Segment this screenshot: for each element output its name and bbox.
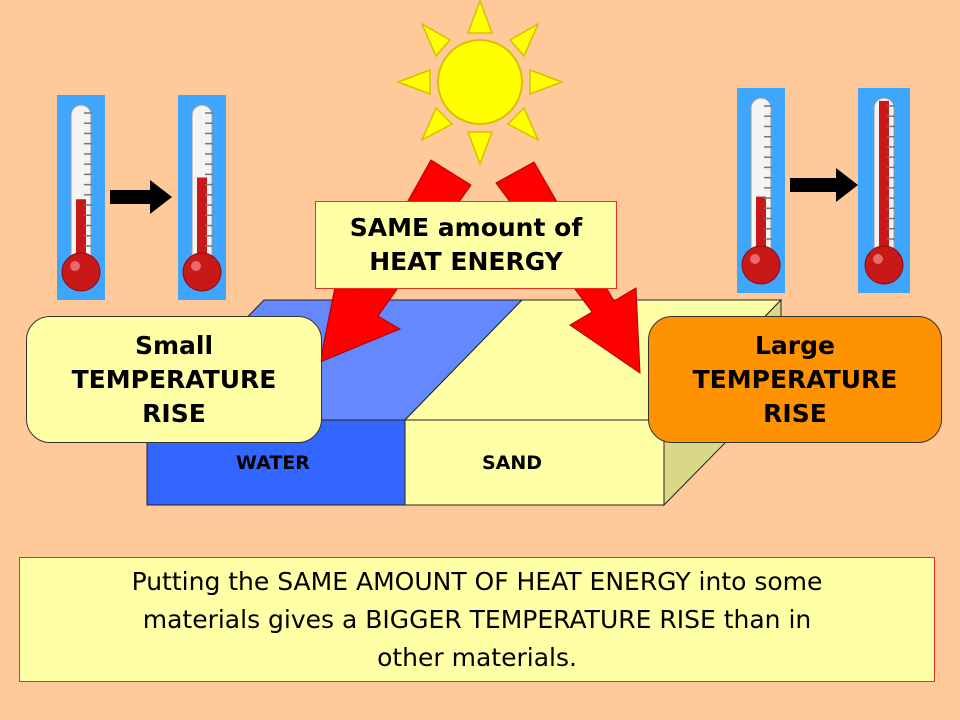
- heat-energy-label: SAME amount of HEAT ENERGY: [315, 201, 617, 289]
- thermometer-bulb-shine: [70, 261, 80, 271]
- caption-box: Putting the SAME AMOUNT OF HEAT ENERGY i…: [19, 557, 935, 682]
- sun-ray: [420, 106, 454, 142]
- thermometer-icon: [737, 88, 785, 293]
- sun-ray: [395, 68, 431, 96]
- caption-line: other materials.: [377, 643, 577, 672]
- sun-icon: [395, 0, 565, 167]
- thermometer-bulb-shine: [873, 254, 883, 264]
- caption-line: materials gives a BIGGER TEMPERATURE RIS…: [142, 605, 812, 634]
- sun-ray: [466, 0, 494, 34]
- large-rise-line: TEMPERATURE: [692, 365, 898, 394]
- thermometer-icon: [178, 95, 226, 300]
- thermometer-mercury: [879, 100, 889, 258]
- sun-ray: [466, 131, 494, 167]
- sun-ray: [420, 22, 452, 58]
- water-label: WATER: [236, 452, 310, 474]
- thermometer-bulb-shine: [750, 254, 760, 264]
- large-rise-label: Large TEMPERATURE RISE: [648, 316, 942, 443]
- small-rise-line: RISE: [142, 399, 206, 428]
- small-rise-line: TEMPERATURE: [71, 365, 277, 394]
- sun-ray: [508, 22, 540, 58]
- arrow-right-icon: [110, 180, 172, 214]
- thermometer-bulb: [61, 252, 101, 292]
- thermometer-group: [57, 88, 910, 300]
- thermometer-mercury: [76, 199, 86, 264]
- small-rise-line: Small: [134, 331, 214, 360]
- heat-label-line: SAME amount of: [349, 213, 583, 242]
- sun-ray: [506, 106, 540, 142]
- arrow-right-icon: [790, 168, 858, 202]
- small-rise-label: Small TEMPERATURE RISE: [26, 316, 322, 443]
- heat-label-line: HEAT ENERGY: [369, 247, 563, 276]
- thermometer-mercury: [756, 196, 766, 257]
- thermometer-bulb: [182, 252, 222, 292]
- sun-disc: [437, 39, 523, 125]
- caption-line: Putting the SAME AMOUNT OF HEAT ENERGY i…: [131, 567, 823, 596]
- thermometer-icon: [57, 95, 105, 300]
- thermometer-mercury: [197, 177, 207, 264]
- large-rise-line: RISE: [763, 399, 827, 428]
- thermometer-icon: [858, 88, 910, 293]
- sand-label: SAND: [482, 452, 543, 474]
- large-rise-line: Large: [755, 331, 835, 360]
- sand-front: [404, 419, 665, 506]
- sun-ray: [529, 68, 565, 96]
- thermometer-bulb: [741, 245, 781, 285]
- thermometer-bulb: [864, 245, 904, 285]
- thermometer-bulb-shine: [191, 261, 201, 271]
